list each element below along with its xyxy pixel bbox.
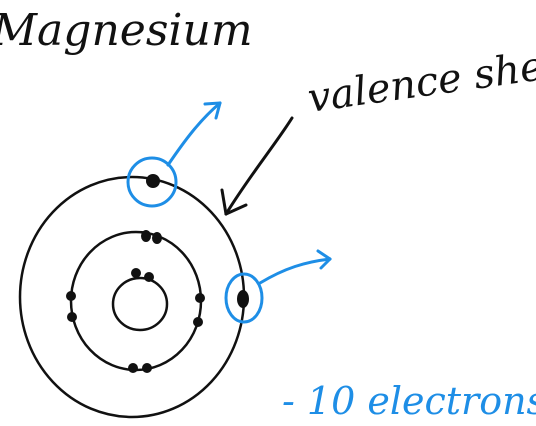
electron [142,363,152,373]
highlight-marks [126,101,332,324]
valence-shell-label: valence shell [305,40,536,122]
valence-electron-top [146,174,160,188]
electron [131,268,141,278]
valence-electron-right [237,290,249,308]
title-label: Magnesium [0,5,253,56]
valence-pointer-arrow [220,116,294,216]
electron-shells [18,175,246,419]
highlight-circle-top [126,156,178,208]
electron [152,232,162,244]
electron [144,272,154,282]
electron [195,293,205,303]
highlight-circle-right [224,272,264,324]
release-arrow-right [258,257,332,285]
outer-shell [18,175,246,419]
electron [67,312,77,322]
middle-shell [69,230,203,372]
release-arrow-top [166,101,222,167]
electron [193,317,203,327]
electron [66,291,76,301]
electron [141,230,151,242]
electrons [66,174,249,373]
electron [128,363,138,373]
electron-count-note: - 10 electrons [282,379,536,423]
inner-shell [111,276,169,332]
